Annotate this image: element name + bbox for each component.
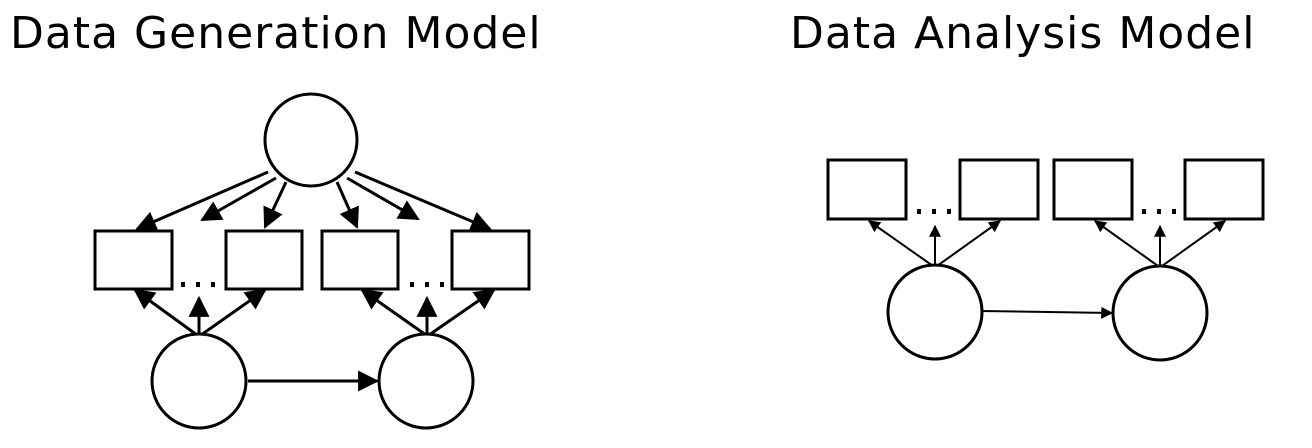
- edge-right-to-box4: [428, 288, 496, 337]
- observed-box-4: [450, 229, 531, 291]
- edge-a-left-to-box1: [868, 220, 934, 267]
- edge-top-to-box1: [135, 170, 269, 232]
- edge-right-to-box3: [360, 288, 427, 337]
- edge-top-to-box2: [263, 181, 288, 229]
- edge-top-to-box4: [354, 170, 492, 232]
- edge-a-left-to-box2: [936, 220, 1001, 267]
- analysis-box-3: [1052, 158, 1134, 221]
- edge-top-to-box3: [335, 181, 359, 229]
- observed-box-1: [93, 229, 174, 291]
- data-analysis-model-title: Data Analysis Model: [790, 8, 1256, 59]
- edge-top-to-dots2: [346, 176, 420, 221]
- edge-top-to-dots1: [200, 176, 277, 222]
- observed-box-2: [224, 229, 304, 291]
- left-latent-node: [150, 332, 248, 430]
- top-latent-node: [263, 92, 359, 188]
- edge-a-right-to-box4: [1161, 220, 1226, 267]
- analysis-right-latent-node: [1111, 264, 1209, 362]
- ellipsis-dots-2: [410, 282, 444, 287]
- data-generation-model-diagram: [93, 92, 531, 430]
- edge-a-right-to-box3: [1094, 220, 1159, 267]
- observed-box-3: [320, 229, 400, 291]
- right-latent-node: [377, 332, 475, 430]
- analysis-box-2: [958, 158, 1040, 221]
- analysis-box-4: [1183, 158, 1265, 221]
- analysis-ellipsis-dots-1: [917, 209, 951, 214]
- data-generation-model-title: Data Generation Model: [10, 8, 542, 59]
- ellipsis-dots-1: [181, 282, 215, 287]
- analysis-ellipsis-dots-2: [1142, 209, 1176, 214]
- analysis-left-latent-node: [886, 263, 984, 361]
- analysis-box-1: [826, 158, 908, 221]
- data-analysis-model-diagram: [826, 158, 1265, 362]
- edge-left-to-box2: [200, 288, 267, 337]
- edge-left-to-box1: [133, 288, 198, 337]
- edge-a-left-to-right-latent: [980, 306, 1114, 319]
